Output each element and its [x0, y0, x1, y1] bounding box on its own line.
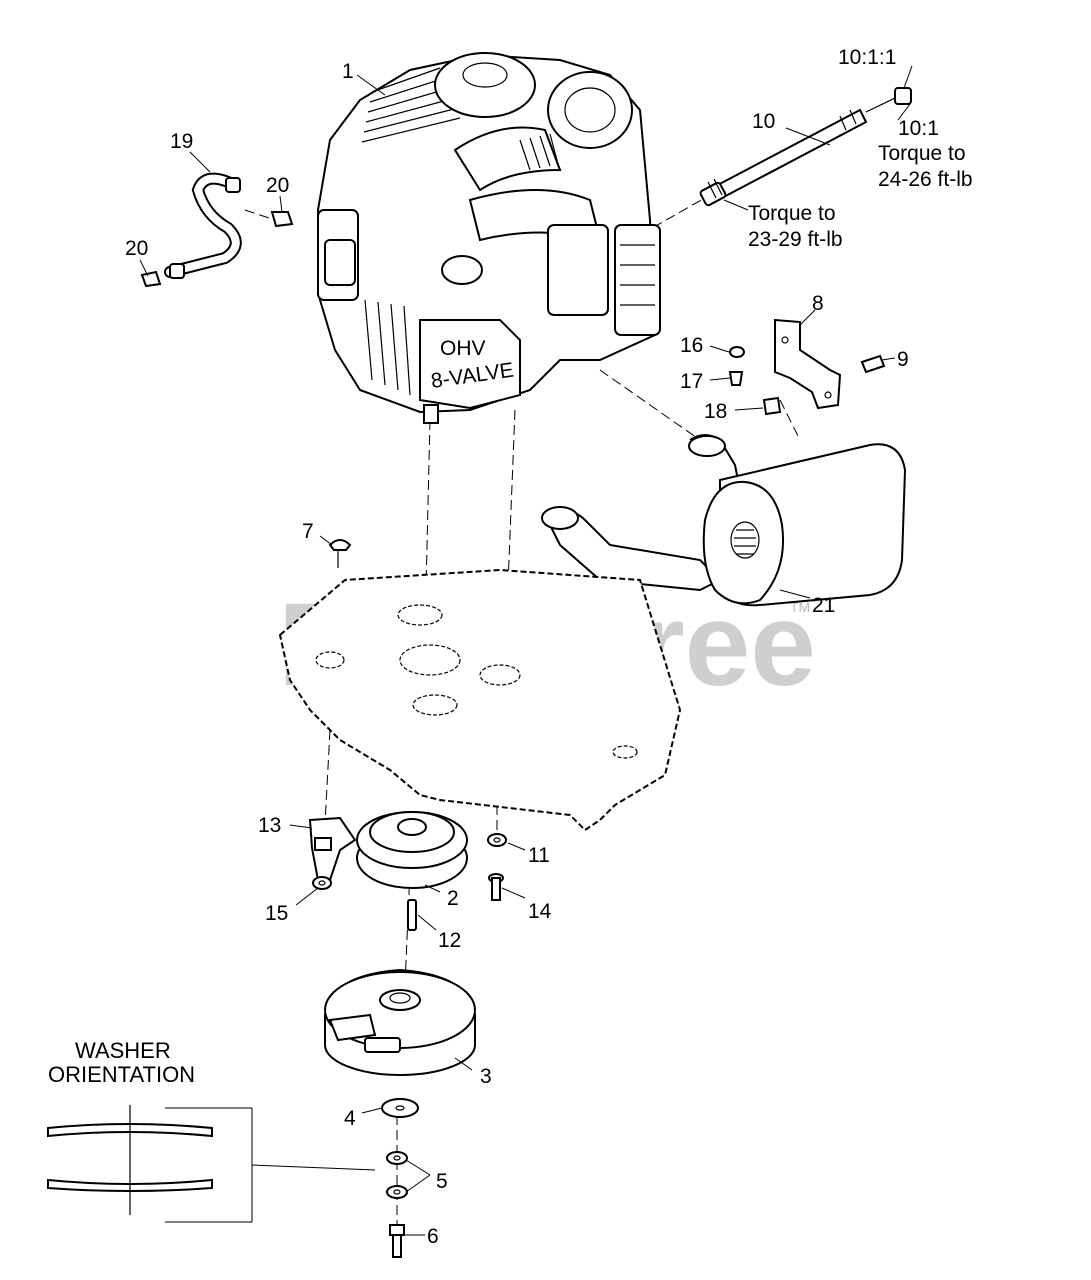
callout-3: 3: [480, 1065, 492, 1088]
clutch-bolt[interactable]: [389, 1224, 405, 1258]
engine-pulley[interactable]: [356, 811, 468, 889]
bracket-screw[interactable]: [728, 371, 744, 386]
washer-orientation-title-line2: ORIENTATION: [48, 1062, 195, 1087]
bracket-bolt[interactable]: [860, 354, 886, 374]
callout-10: 10: [752, 110, 775, 133]
callout-20-upper: 20: [266, 174, 289, 197]
clutch-bracket[interactable]: [308, 816, 357, 881]
washer-orientation-title-line1: WASHER: [75, 1038, 171, 1063]
callout-11: 11: [528, 844, 550, 867]
callout-1: 1: [342, 60, 354, 83]
torque-note-exhaust-line2: 24-26 ft-lb: [878, 168, 973, 191]
callout-17: 17: [680, 370, 703, 393]
callout-20-lower: 20: [125, 237, 148, 260]
callout-21: 21: [812, 594, 835, 617]
callout-8: 8: [812, 292, 824, 315]
belleville-washers[interactable]: [386, 1151, 408, 1199]
callout-5: 5: [436, 1170, 448, 1193]
callout-12: 12: [438, 929, 461, 952]
clutch-washer[interactable]: [381, 1098, 419, 1118]
callout-9: 9: [897, 348, 909, 371]
callout-15: 15: [265, 902, 288, 925]
muffler[interactable]: [541, 434, 907, 607]
callout-4: 4: [344, 1107, 356, 1130]
carriage-bolt[interactable]: [328, 539, 352, 568]
callout-10-1: 10:1: [898, 117, 939, 140]
pulley-washer[interactable]: [487, 833, 507, 847]
callout-13: 13: [258, 814, 281, 837]
torque-note-exhaust-line1: Torque to: [878, 142, 966, 165]
hose-clamp-upper[interactable]: [270, 211, 294, 228]
callout-19: 19: [170, 130, 193, 153]
callout-14: 14: [528, 900, 552, 923]
callout-16: 16: [680, 334, 703, 357]
fuel-line[interactable]: [164, 172, 242, 279]
bracket-nut[interactable]: [762, 396, 782, 416]
callout-10-1-1: 10:1:1: [838, 46, 896, 69]
hose-clamp-lower[interactable]: [140, 270, 162, 288]
leader-lines: [139, 65, 913, 1236]
callouts: 1 2 3 4 5 6 7 8 9 10 10:1 10:1:1 11 12 1…: [125, 46, 939, 1248]
torque-note-fitting-line2: 23-29 ft-lb: [748, 228, 843, 251]
torque-notes: Torque to 24-26 ft-lb Torque to 23-29 ft…: [748, 142, 973, 251]
engine-ohv-marking: OHV: [440, 337, 486, 360]
exhaust-nut[interactable]: [894, 87, 912, 105]
washer-orientation-inset: WASHER ORIENTATION: [47, 1038, 376, 1223]
bracket-washer[interactable]: [729, 346, 745, 358]
exhaust-stud[interactable]: [699, 97, 896, 207]
electric-clutch[interactable]: [324, 968, 476, 1076]
engine[interactable]: OHV 8-VALVE: [316, 52, 661, 424]
callout-6: 6: [427, 1225, 439, 1248]
callout-2: 2: [447, 887, 459, 910]
pulley-bolt[interactable]: [488, 873, 504, 901]
torque-note-fitting-line1: Torque to: [748, 202, 836, 225]
alignment-lines: [244, 194, 801, 1225]
callout-7: 7: [302, 520, 314, 543]
watermark-trademark: TM: [790, 599, 810, 615]
bracket-lock-nut[interactable]: [312, 876, 332, 890]
engine-deck-plate: [278, 568, 682, 832]
callout-18: 18: [704, 400, 727, 423]
pulley-key[interactable]: [407, 899, 417, 931]
muffler-bracket[interactable]: [774, 318, 842, 410]
